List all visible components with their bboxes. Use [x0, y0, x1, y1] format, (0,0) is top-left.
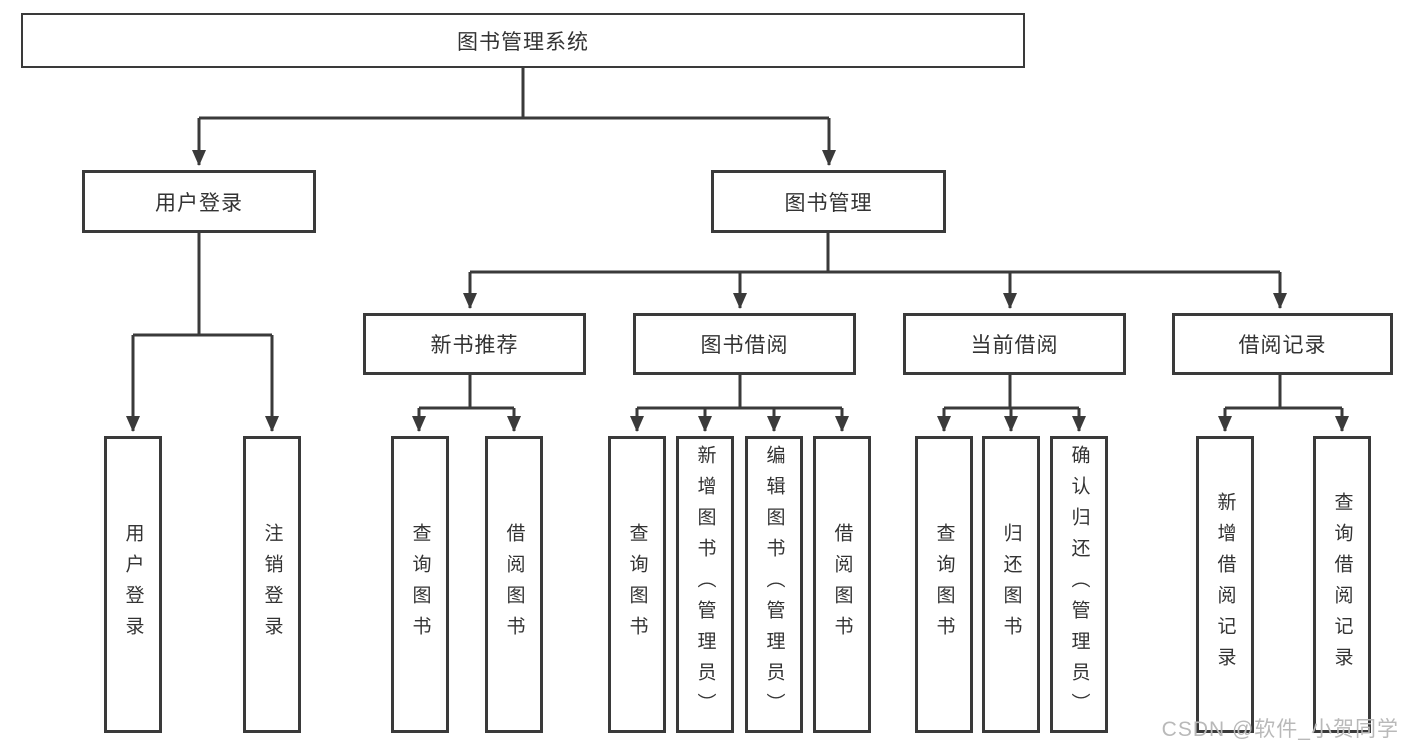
leaf-add-borrow-record-label: 新增借阅记录 — [1214, 491, 1236, 678]
node-new-book-recommend: 新书推荐 — [363, 313, 586, 375]
connector-new-book-split — [412, 375, 521, 432]
connector-book-management-split — [463, 233, 1287, 309]
node-current-borrowing: 当前借阅 — [903, 313, 1126, 375]
leaf-query-borrow-record: 查询借阅记录 — [1313, 436, 1371, 733]
node-root-label: 图书管理系统 — [457, 30, 589, 54]
leaf-user-login: 用户登录 — [104, 436, 162, 733]
node-new-book-recommend-label: 新书推荐 — [430, 334, 519, 357]
leaf-query-books-3: 查询图书 — [915, 436, 973, 733]
leaf-borrow-books-2-label: 借阅图书 — [831, 522, 853, 647]
leaf-query-books-1: 查询图书 — [391, 436, 449, 733]
leaf-confirm-return-admin: 确认归还（管理员） — [1050, 436, 1108, 733]
csdn-watermark: CSDN @软件_小贺同学 — [1161, 718, 1399, 741]
leaf-query-books-2-label: 查询图书 — [626, 522, 648, 647]
leaf-add-borrow-record: 新增借阅记录 — [1196, 436, 1254, 733]
connector-current-borrow-split — [937, 375, 1086, 432]
leaf-add-book-admin: 新增图书（管理员） — [676, 436, 734, 733]
connector-root-split — [192, 68, 836, 166]
leaf-return-books-label: 归还图书 — [1000, 522, 1022, 647]
node-root: 图书管理系统 — [21, 13, 1025, 68]
leaf-confirm-return-admin-label: 确认归还（管理员） — [1068, 445, 1090, 724]
leaf-borrow-books-1-label: 借阅图书 — [503, 522, 525, 647]
node-current-borrowing-label: 当前借阅 — [970, 334, 1059, 357]
node-borrowing-records: 借阅记录 — [1172, 313, 1393, 375]
node-book-management-label: 图书管理 — [784, 191, 873, 215]
leaf-return-books: 归还图书 — [982, 436, 1040, 733]
node-book-management: 图书管理 — [711, 170, 946, 233]
leaf-logout-login: 注销登录 — [243, 436, 301, 733]
leaf-borrow-books-1: 借阅图书 — [485, 436, 543, 733]
leaf-logout-login-label: 注销登录 — [261, 522, 283, 647]
node-user-login: 用户登录 — [82, 170, 316, 233]
node-user-login-label: 用户登录 — [155, 191, 243, 215]
connector-user-login-split — [126, 233, 279, 432]
leaf-query-books-3-label: 查询图书 — [933, 522, 955, 647]
leaf-user-login-label: 用户登录 — [122, 522, 144, 647]
leaf-edit-book-admin: 编辑图书（管理员） — [745, 436, 803, 733]
node-book-borrowing-label: 图书借阅 — [700, 334, 789, 357]
leaf-query-books-2: 查询图书 — [608, 436, 666, 733]
leaf-borrow-books-2: 借阅图书 — [813, 436, 871, 733]
node-book-borrowing: 图书借阅 — [633, 313, 856, 375]
leaf-add-book-admin-label: 新增图书（管理员） — [694, 445, 716, 724]
node-borrowing-records-label: 借阅记录 — [1238, 334, 1327, 357]
leaf-query-books-1-label: 查询图书 — [409, 522, 431, 647]
connector-book-borrow-split — [630, 375, 849, 432]
connector-borrow-records-split — [1218, 375, 1349, 432]
leaf-query-borrow-record-label: 查询借阅记录 — [1331, 491, 1353, 678]
leaf-edit-book-admin-label: 编辑图书（管理员） — [763, 445, 785, 724]
